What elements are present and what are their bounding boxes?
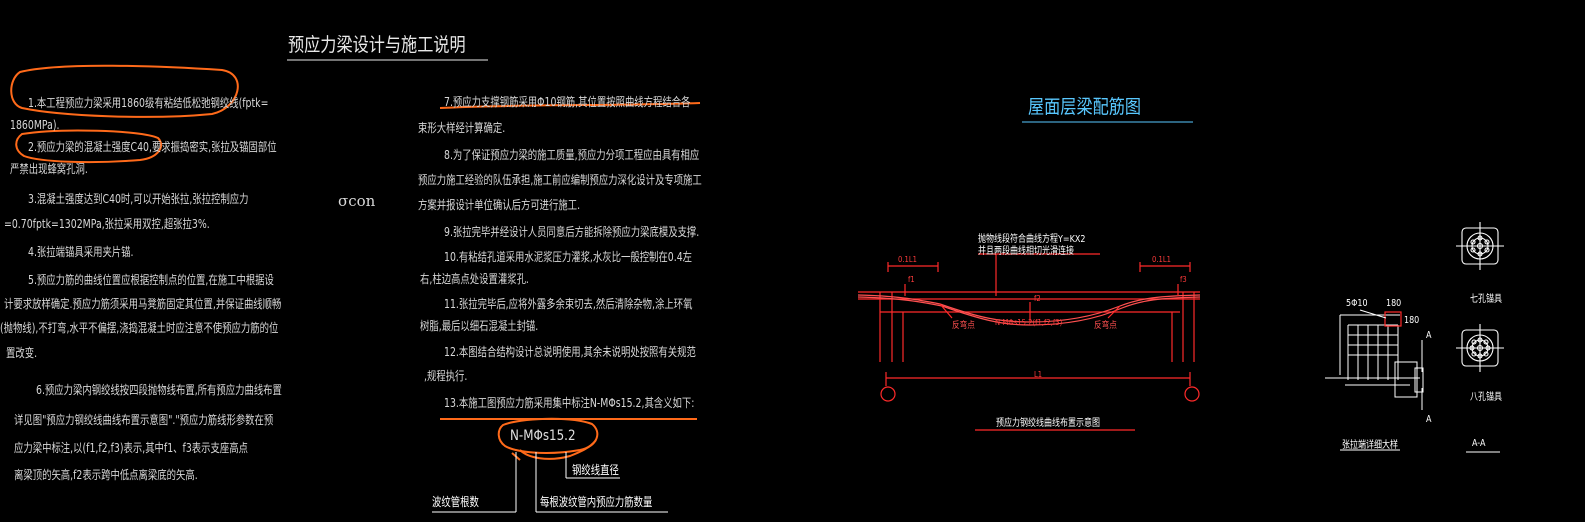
dim-180-top: 180 (1386, 298, 1402, 309)
beam-diagram (857, 253, 1201, 431)
anchor-heads (1456, 222, 1504, 372)
dim-span-L1: L1 (1034, 370, 1043, 379)
note-line: 应力梁中标注,以(f1,f2,f3)表示,其中f1、f3表示支座高点 (14, 441, 248, 455)
note-line: 6.预应力梁内钢绞线按四段抛物线布置,所有预应力曲线布置 (36, 383, 282, 397)
notation-strands-label: 每根波纹管内预应力筋数量 (540, 495, 653, 509)
tendon-notation: N-MΦs15.2 (510, 428, 576, 444)
note-line: 11.张拉完毕后,应将外露多余束切去,然后清除杂物,涂上环氧 (444, 297, 693, 311)
dim-f2: f2 (1034, 294, 1041, 303)
note-line: 3.混凝土强度达到C40时,可以开始张拉,张拉控制应力 (28, 192, 249, 206)
note-line: 12.本图结合结构设计总说明使用,其余未说明处按照有关规范 (444, 345, 696, 359)
note-line: ,规程执行. (424, 369, 468, 383)
note-line: 10.有粘结孔道采用水泥浆压力灌浆,水灰比一般控制在0.4左 (444, 250, 693, 264)
inflection-point-left: 反弯点 (952, 321, 975, 331)
note-line: 13.本施工图预应力筋采用集中标注N-MΦs15.2,其含义如下: (444, 396, 695, 410)
dim-right-0.1L1: 0.1L1 (1152, 255, 1171, 264)
note-line: 置改变. (6, 346, 38, 360)
note-line: 计要求放样确定.预应力筋须采用马凳筋固定其位置,并保证曲线顺畅 (4, 297, 282, 311)
beam-reinforcement-title: 屋面层梁配筋图 (1028, 96, 1142, 118)
note-line: 9.张拉完毕并经设计人员同意后方能拆除预应力梁底模及支撑. (444, 225, 700, 239)
anchor-leader (1359, 309, 1387, 319)
inflection-point-right: 反弯点 (1094, 321, 1117, 331)
dim-180-side: 180 (1404, 315, 1420, 326)
anchor-spec: 5Φ10 (1346, 298, 1368, 309)
notation-duct-label: 波纹管根数 (432, 495, 479, 509)
seven-hole-anchor-label: 七孔锚具 (1470, 294, 1502, 305)
note-line: 严禁出现蜂窝孔洞. (10, 162, 88, 176)
hand-annotations (10, 64, 701, 461)
tendon-layout-caption: 预应力钢绞线曲线布置示意图 (996, 418, 1100, 429)
anchor-detail-caption: 张拉端详细大样 (1342, 440, 1398, 451)
notation-leaders (432, 452, 668, 513)
note-line: 5.预应力筋的曲线位置应根据控制点的位置,在施工中根据设 (28, 273, 274, 287)
note-line: 2.预应力梁的混凝土强度C40,要求振捣密实,张拉及锚固部位 (28, 140, 277, 154)
note-line: 1.本工程预应力梁采用1860级有粘结低松弛钢绞线(fptk= (28, 96, 269, 110)
section-mark-bottom: A (1426, 414, 1432, 425)
anchor-plate-red (1384, 311, 1402, 327)
dim-left-0.1L1: 0.1L1 (898, 255, 917, 264)
note-line: 8.为了保证预应力梁的施工质量,预应力分项工程应由具有相应 (444, 148, 700, 162)
curve-equation-note: 抛物线段符合曲线方程Y=KX2 (978, 234, 1086, 245)
sigma-con-symbol: σcon (338, 192, 376, 210)
notes-title: 预应力梁设计与施工说明 (288, 34, 466, 56)
notation-diameter-label: 钢绞线直径 (572, 463, 619, 477)
dim-f3: f3 (1180, 275, 1187, 284)
note-line: =0.70fptk=1302MPa,张拉采用双控,超张拉3%. (4, 217, 210, 231)
note-line: 7.预应力支撑钢筋采用Φ10钢筋,其位置按照曲线方程结合各 (444, 95, 691, 109)
tendon-mark: N-MΦs15.2(f1,f2,f3) (995, 318, 1063, 327)
note-line: 预应力施工经验的队伍承担,施工前应编制预应力深化设计及专项施工 (418, 173, 702, 187)
note-line: 离梁顶的矢高,f2表示跨中低点离梁底的矢高. (14, 468, 198, 482)
note-line: 4.张拉端锚具采用夹片锚. (28, 245, 134, 259)
note-line: 束形大样经计算确定. (418, 121, 506, 135)
note-line: 右,柱边高点处设置灌浆孔. (420, 272, 529, 286)
anchor-detail (1325, 314, 1500, 453)
note-line: 树脂,最后以细石混凝土封锚. (420, 319, 539, 333)
note-line: 方案并报设计单位确认后方可进行施工. (418, 198, 581, 212)
eight-hole-anchor-label: 八孔锚具 (1470, 392, 1502, 403)
note-line: 详见图"预应力钢绞线曲线布置示意图"."预应力筋线形参数在预 (14, 413, 274, 427)
curve-tangent-note: 并且两段曲线相切光滑连接 (978, 246, 1074, 257)
section-mark-top: A (1426, 330, 1432, 341)
note-line: (抛物线),不打弯,水平不偏摆,浇捣混凝土时应注意不使预应力筋的位 (0, 321, 279, 335)
dim-f1: f1 (908, 275, 915, 284)
note-line: 1860MPa). (10, 118, 60, 132)
section-aa-caption: A-A (1472, 438, 1486, 449)
